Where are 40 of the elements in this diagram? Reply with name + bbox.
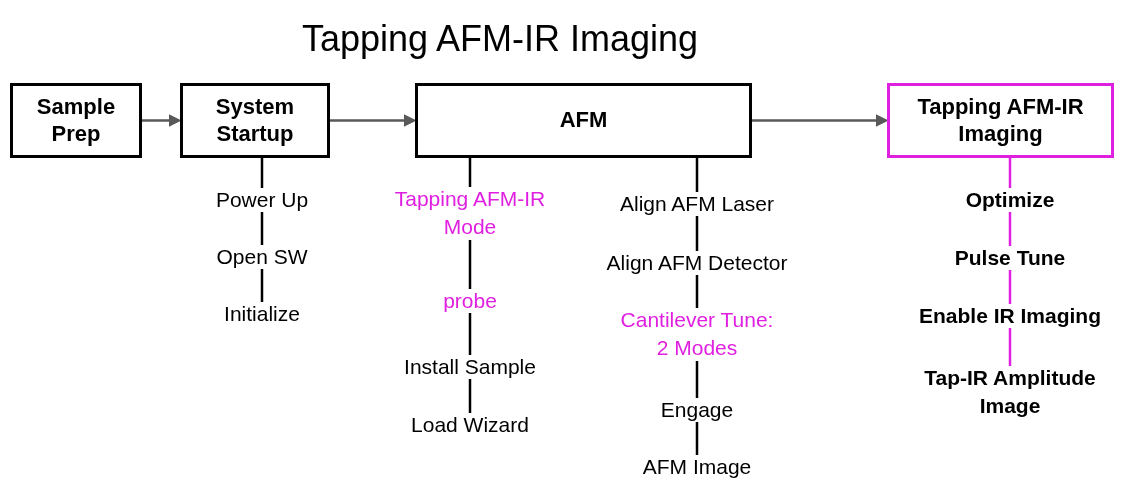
step-text: Install Sample	[370, 353, 570, 382]
step-text: Enable IR Imaging	[895, 302, 1125, 331]
arrow	[752, 114, 889, 127]
step-text: Initialize	[172, 300, 352, 329]
connector-line	[468, 313, 472, 355]
step-text: Power Up	[172, 186, 352, 215]
step-text: Pulse Tune	[895, 244, 1125, 273]
step-text: Open SW	[172, 243, 352, 272]
step-text: Align AFM Detector	[587, 249, 807, 278]
step-text: Align AFM Laser	[587, 190, 807, 219]
connector-line	[1008, 270, 1012, 304]
connector-line	[1008, 328, 1012, 366]
connector-line	[1008, 158, 1012, 188]
step-text: Engage	[587, 396, 807, 425]
connector-line	[695, 422, 699, 455]
step-text: Load Wizard	[370, 411, 570, 440]
connector-line	[695, 158, 699, 192]
arrow	[330, 114, 417, 127]
process-box: Sample Prep	[10, 83, 142, 158]
connector-line	[1008, 212, 1012, 246]
connector-line	[260, 269, 264, 302]
arrow	[142, 114, 182, 127]
step-text: Tapping AFM-IR Mode	[370, 185, 570, 242]
step-text: probe	[370, 287, 570, 316]
connector-line	[695, 275, 699, 308]
connector-line	[260, 212, 264, 245]
process-box: Tapping AFM-IR Imaging	[887, 83, 1114, 158]
connector-line	[695, 216, 699, 251]
connector-line	[468, 379, 472, 413]
connector-line	[468, 240, 472, 289]
step-text: AFM Image	[587, 453, 807, 482]
step-text: Tap-IR Amplitude Image	[895, 364, 1125, 421]
process-box: AFM	[415, 83, 752, 158]
connector-line	[695, 361, 699, 398]
step-text: Cantilever Tune: 2 Modes	[612, 306, 782, 363]
connector-line	[260, 158, 264, 188]
process-box: System Startup	[180, 83, 330, 158]
connector-line	[468, 158, 472, 187]
diagram-title: Tapping AFM-IR Imaging	[300, 17, 700, 61]
step-text: Optimize	[895, 186, 1125, 215]
